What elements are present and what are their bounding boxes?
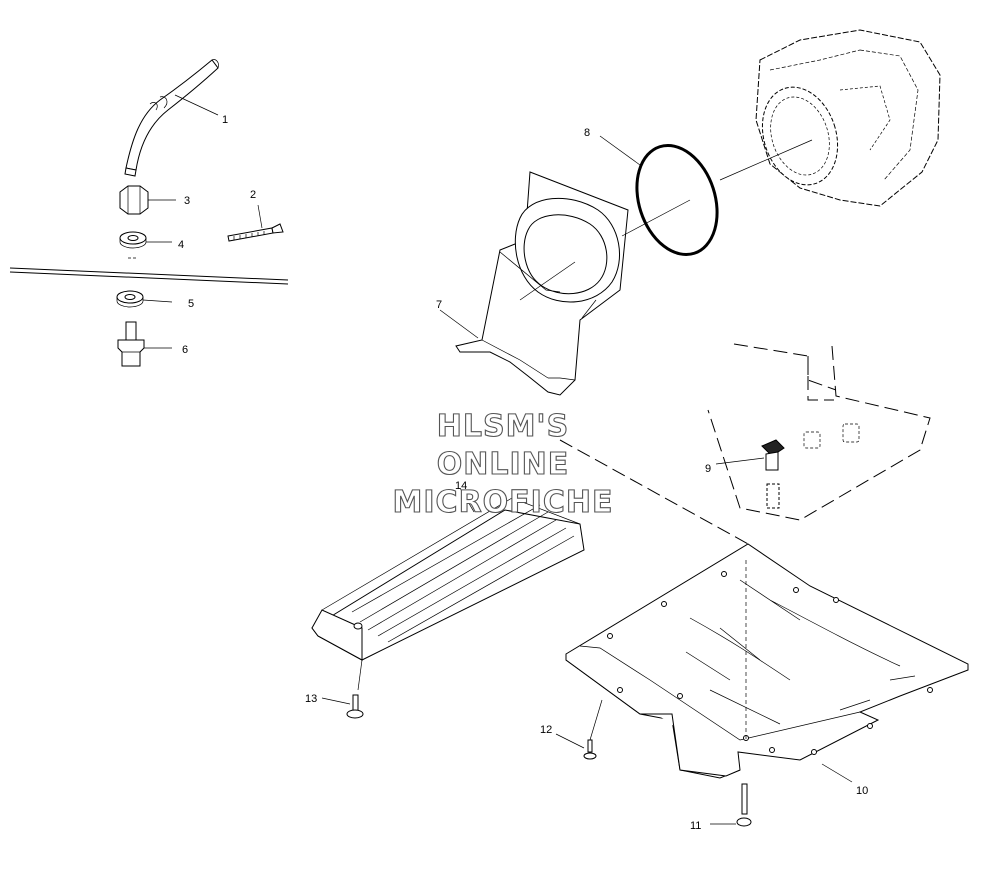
callout-12: 12 (540, 724, 552, 736)
panel-edge (9, 267, 289, 285)
part-intake-grate (311, 487, 585, 691)
callout-4: 4 (178, 239, 184, 251)
callout-7: 7 (436, 299, 442, 311)
callout-1: 1 (222, 114, 228, 126)
watermark-line-3: MICROFICHE (393, 485, 614, 520)
watermark-line-2: ONLINE (437, 447, 570, 482)
part-fitting (117, 321, 172, 367)
part-tie-strap (227, 204, 284, 242)
part-duct-bracket (439, 171, 629, 396)
jet-pump-reference (719, 29, 941, 207)
callout-2: 2 (250, 189, 256, 201)
part-nut (119, 185, 176, 215)
callout-13: 13 (305, 693, 317, 705)
watermark-line-1: HLSM'S (437, 409, 569, 444)
part-hose (124, 59, 219, 177)
part-screw-11 (710, 783, 752, 827)
callout-9: 9 (705, 463, 711, 475)
part-drain-plug (715, 439, 785, 509)
watermark: HLSM'S ONLINE MICROFICHE (392, 408, 614, 520)
part-screw-12 (555, 699, 603, 760)
callout-3: 3 (184, 195, 190, 207)
hull-reference (559, 343, 931, 546)
callout-6: 6 (182, 344, 188, 356)
callout-14: 14 (455, 480, 467, 492)
callout-10: 10 (856, 785, 868, 797)
callout-5: 5 (188, 298, 194, 310)
callout-8: 8 (584, 127, 590, 139)
callout-11: 11 (690, 820, 701, 832)
part-ride-plate (565, 543, 969, 783)
part-o-ring (599, 135, 719, 257)
part-washer-lower (116, 290, 173, 308)
part-washer-upper (119, 231, 172, 259)
part-screw-13 (321, 694, 364, 719)
